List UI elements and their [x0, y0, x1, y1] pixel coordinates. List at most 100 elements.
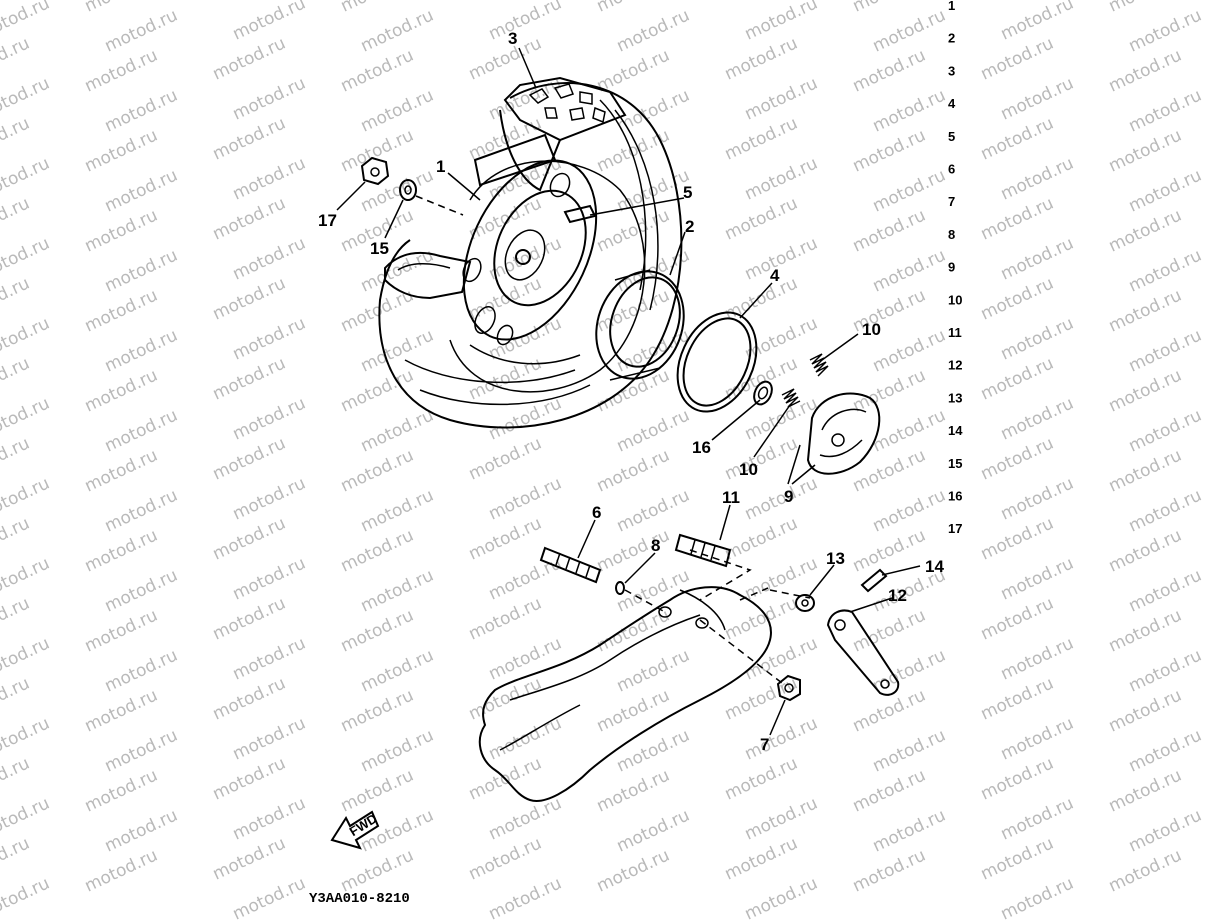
watermark-text: motod.ru: [230, 553, 309, 604]
watermark-text: motod.ru: [594, 765, 673, 816]
watermark-text: motod.ru: [978, 433, 1057, 484]
watermark-text: motod.ru: [102, 725, 181, 776]
watermark-text: motod.ru: [210, 273, 289, 324]
watermark-text: motod.ru: [1126, 725, 1205, 776]
index-number-12: 12: [948, 358, 962, 373]
watermark-text: motod.ru: [0, 793, 53, 844]
watermark-text: motod.ru: [358, 85, 437, 136]
watermark-text: motod.ru: [978, 33, 1057, 84]
watermark-text: motod.ru: [358, 485, 437, 536]
watermark-text: motod.ru: [210, 513, 289, 564]
watermark-text: motod.ru: [0, 233, 53, 284]
watermark-text: motod.ru: [742, 313, 821, 364]
watermark-text: motod.ru: [82, 845, 161, 896]
watermark-text: motod.ru: [614, 5, 693, 56]
watermark-text: motod.ru: [1106, 125, 1185, 176]
watermark-text: motod.ru: [722, 833, 801, 884]
rear-wheel-drawing: [378, 76, 683, 429]
watermark-text: motod.ru: [486, 793, 565, 844]
watermark-text: motod.ru: [998, 473, 1077, 524]
watermark-text: motod.ru: [338, 845, 417, 896]
watermark-text: motod.ru: [230, 873, 309, 923]
watermark-text: motod.ru: [82, 605, 161, 656]
watermark-text: motod.ru: [0, 673, 33, 724]
part-9-brake-shoes: [806, 392, 881, 475]
part-7-nut: [776, 674, 801, 702]
index-number-17: 17: [948, 521, 962, 536]
watermark-text: motod.ru: [870, 245, 949, 296]
watermark-text: motod.ru: [1106, 765, 1185, 816]
part-6-shaft: [539, 546, 602, 584]
watermark-text: motod.ru: [742, 393, 821, 444]
watermark-text: motod.ru: [870, 5, 949, 56]
watermark-text: motod.ru: [1126, 805, 1205, 856]
watermark-text: motod.ru: [1106, 365, 1185, 416]
watermark-text: motod.ru: [486, 473, 565, 524]
watermark-text: motod.ru: [594, 0, 673, 17]
watermark-text: motod.ru: [0, 113, 33, 164]
watermark-text: motod.ru: [594, 285, 673, 336]
watermark-text: motod.ru: [1126, 85, 1205, 136]
callout-7: 7: [760, 735, 769, 754]
watermark-text: motod.ru: [102, 805, 181, 856]
watermark-text: motod.ru: [210, 193, 289, 244]
watermark-text: motod.ru: [978, 673, 1057, 724]
index-number-14: 14: [948, 423, 963, 438]
watermark-text: motod.ru: [82, 0, 161, 17]
watermark-text: motod.ru: [358, 645, 437, 696]
watermark-text: motod.ru: [1126, 645, 1205, 696]
index-number-1: 1: [948, 0, 955, 13]
watermark-text: motod.ru: [358, 165, 437, 216]
callout-13: 13: [826, 549, 845, 568]
watermark-text: motod.ru: [978, 113, 1057, 164]
watermark-text: motod.ru: [486, 73, 565, 124]
valve: [563, 204, 597, 224]
watermark-text: motod.ru: [722, 593, 801, 644]
watermark-text: motod.ru: [0, 433, 33, 484]
watermark-text: motod.ru: [870, 165, 949, 216]
watermark-text: motod.ru: [1106, 45, 1185, 96]
watermark-text: motod.ru: [742, 473, 821, 524]
watermark-text: motod.ru: [978, 353, 1057, 404]
watermark-text: motod.ru: [1126, 325, 1205, 376]
watermark-text: motod.ru: [742, 633, 821, 684]
callout-3: 3: [508, 29, 517, 48]
watermark-text: motod.ru: [466, 33, 545, 84]
watermark-text: motod.ru: [722, 433, 801, 484]
watermark-text: motod.ru: [82, 285, 161, 336]
watermark-text: motod.ru: [230, 393, 309, 444]
watermark-text: motod.ru: [850, 605, 929, 656]
watermark-text: motod.ru: [998, 153, 1077, 204]
watermark-text: motod.ru: [0, 873, 53, 923]
callout-11: 11: [722, 488, 740, 507]
watermark-text: motod.ru: [0, 353, 33, 404]
watermark-text: motod.ru: [594, 525, 673, 576]
watermark-text: motod.ru: [358, 725, 437, 776]
index-number-5: 5: [948, 129, 955, 144]
watermark-text: motod.ru: [978, 193, 1057, 244]
watermark-text: motod.ru: [594, 845, 673, 896]
watermark-text: motod.ru: [0, 33, 33, 84]
watermark-text: motod.ru: [850, 365, 929, 416]
watermark-text: motod.ru: [210, 593, 289, 644]
watermark-text: motod.ru: [102, 485, 181, 536]
callout-8: 8: [651, 536, 660, 555]
callout-10-lower: 10: [739, 460, 758, 479]
watermark-text: motod.ru: [466, 673, 545, 724]
part-4-drawing: [676, 311, 758, 413]
part-12-lever: [826, 609, 900, 696]
callout-1: 1: [436, 157, 445, 176]
index-number-4: 4: [948, 96, 956, 111]
watermark-text: motod.ru: [230, 153, 309, 204]
index-number-16: 16: [948, 489, 962, 504]
watermark-text: motod.ru: [0, 393, 53, 444]
watermark-text: motod.ru: [338, 525, 417, 576]
watermark-text: motod.ru: [486, 873, 565, 923]
assembly-guide-lines: [415, 195, 811, 684]
watermark-text: motod.ru: [870, 325, 949, 376]
index-number-7: 7: [948, 194, 955, 209]
watermark-text: motod.ru: [614, 405, 693, 456]
watermark-text: motod.ru: [0, 553, 53, 604]
